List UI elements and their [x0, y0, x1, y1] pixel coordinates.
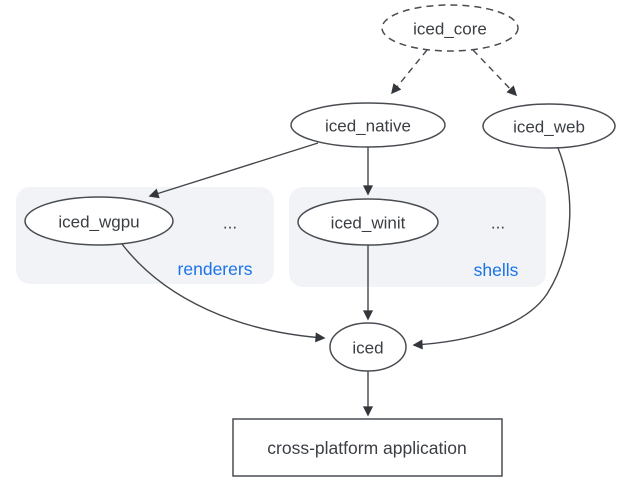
node-iced_web-shape: [482, 103, 616, 149]
node-iced_core: iced_core: [381, 4, 519, 52]
node-iced_core-shape: [381, 4, 519, 52]
edge-iced_web-to-iced: [412, 147, 571, 350]
group-renderers-label: renderers: [178, 259, 253, 279]
node-application: cross-platform application: [232, 418, 503, 477]
node-iced_wgpu-label: iced_wgpu: [58, 213, 139, 232]
node-application-shape: [232, 418, 503, 477]
edge-iced_core-to-iced_web: [472, 49, 518, 97]
node-iced-label: iced: [352, 339, 383, 358]
group-renderers-ellipsis: ...: [223, 214, 237, 233]
node-iced_winit-label: iced_winit: [331, 214, 406, 233]
node-iced_native-shape: [290, 102, 446, 148]
edge-iced_wgpu-to-iced: [121, 243, 326, 343]
edge-iced_native-to-iced_wgpu: [148, 142, 319, 199]
node-iced_native: iced_native: [290, 102, 446, 148]
node-iced_web: iced_web: [482, 103, 616, 149]
group-shells-ellipsis: ...: [491, 214, 505, 233]
node-iced_core-label: iced_core: [413, 20, 487, 39]
node-iced: iced: [329, 322, 407, 372]
node-iced_native-label: iced_native: [325, 117, 411, 136]
node-iced_winit: iced_winit: [297, 198, 439, 246]
node-application-label: cross-platform application: [267, 438, 466, 458]
node-iced_wgpu: iced_wgpu: [24, 196, 174, 246]
node-iced-shape: [329, 322, 407, 372]
node-iced_web-label: iced_web: [513, 118, 585, 137]
node-iced_winit-shape: [297, 198, 439, 246]
node-iced_wgpu-shape: [24, 196, 174, 246]
edge-iced_core-to-iced_native: [391, 49, 428, 95]
group-shells-label: shells: [474, 260, 519, 280]
